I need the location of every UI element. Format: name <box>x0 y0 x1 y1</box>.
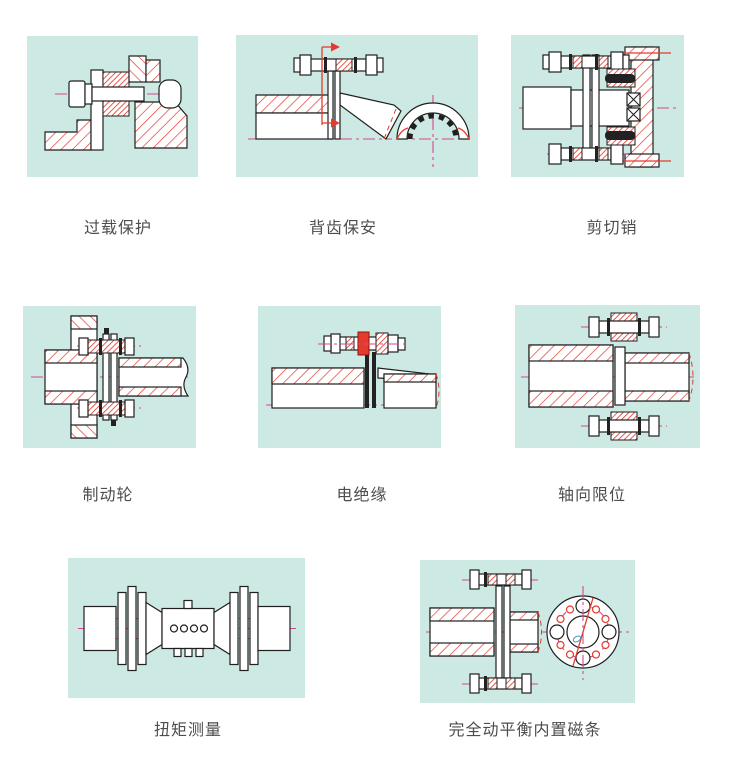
full-dynamic-balance-diagram <box>426 569 632 694</box>
caption-overload-protection: 过载保护 <box>83 218 152 237</box>
caption-full-dynamic-balance: 完全动平衡内置磁条 <box>448 720 602 739</box>
shear-pin-diagram <box>519 46 677 168</box>
caption-brake-wheel: 制动轮 <box>82 485 134 504</box>
caption-torque-measurement: 扭矩测量 <box>153 720 222 739</box>
caption-axial-limit: 轴向限位 <box>557 485 626 504</box>
panel-overload-protection <box>27 36 198 177</box>
panel-full-dynamic-balance <box>420 560 635 703</box>
caption-electrical-insulation: 电绝缘 <box>336 485 388 504</box>
brake-wheel-diagram <box>31 315 191 439</box>
torque-measurement-diagram <box>78 585 296 672</box>
panel-axial-limit <box>515 305 700 448</box>
gear-tooth-safety-diagram <box>248 42 470 167</box>
caption-gear-tooth-safety: 背齿保安 <box>308 218 377 237</box>
axial-limit-diagram <box>521 312 695 441</box>
panel-brake-wheel <box>23 306 196 448</box>
panel-torque-measurement <box>68 558 305 698</box>
overload-protection-diagram <box>44 55 188 151</box>
panel-gear-tooth-safety <box>236 35 478 177</box>
panel-shear-pin <box>511 35 684 177</box>
panel-electrical-insulation <box>258 306 441 448</box>
caption-shear-pin: 剪切销 <box>586 218 638 237</box>
electrical-insulation-diagram <box>266 331 440 409</box>
